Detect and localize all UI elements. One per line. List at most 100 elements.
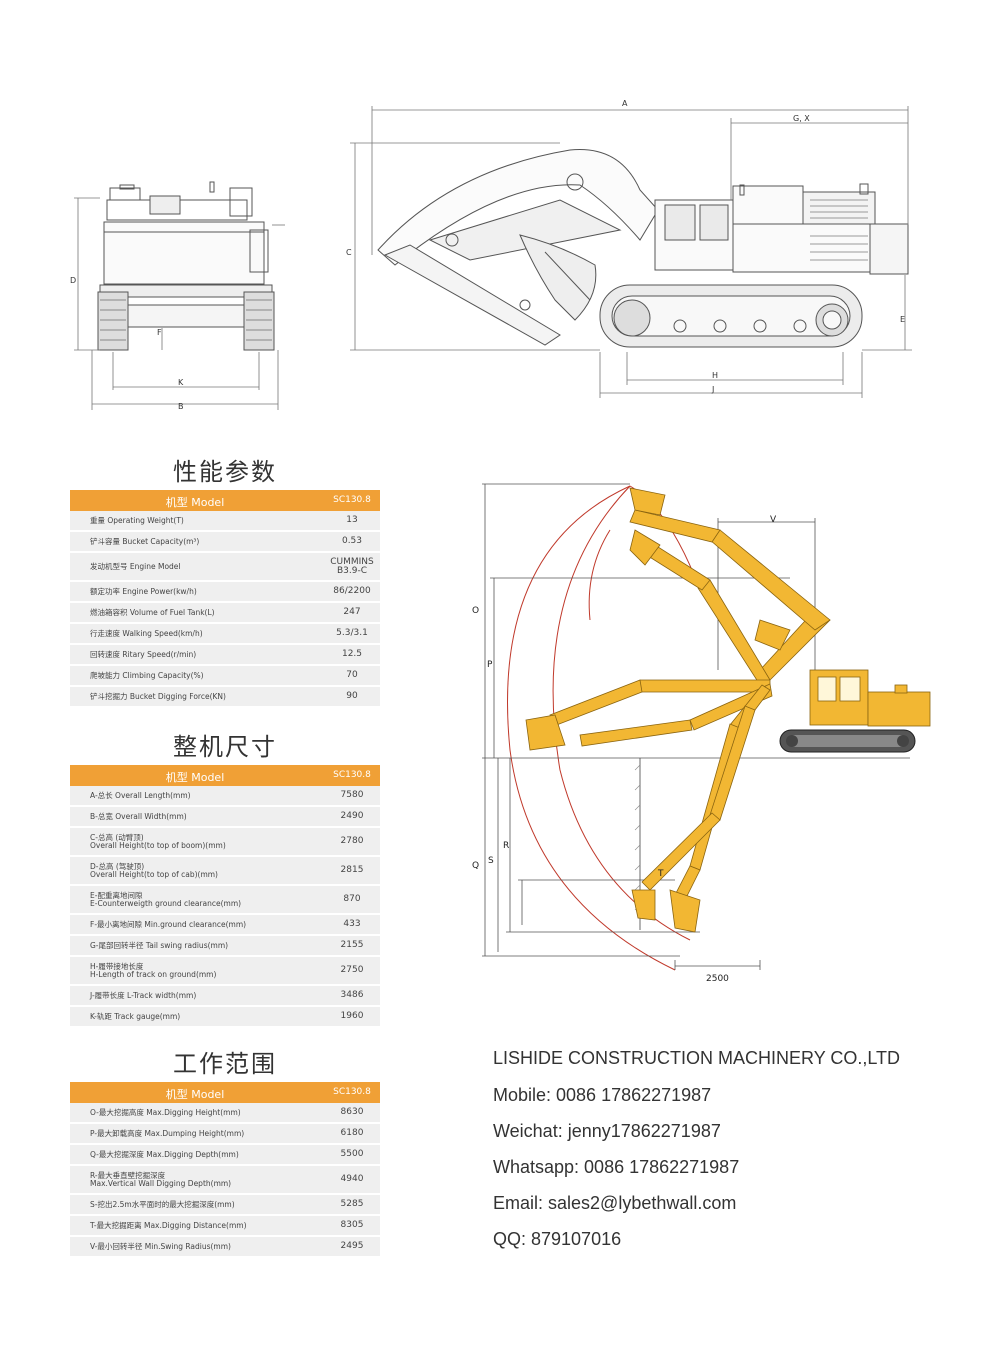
- spec-value: 870: [343, 894, 361, 904]
- spec-row: 额定功率 Engine Power(kw/h) 86/2200: [70, 582, 380, 603]
- row-background: [70, 1195, 380, 1214]
- working-range-title: 工作范围: [173, 1050, 277, 1078]
- range-label-r: R: [503, 841, 509, 851]
- row-background: [70, 1103, 380, 1122]
- track-assembly: [779, 729, 916, 753]
- spec-row: P-最大卸载高度 Max.Dumping Height(mm)6180: [70, 1124, 380, 1145]
- row-background: [70, 624, 380, 643]
- header-label: 机型 Model: [165, 496, 225, 509]
- row-background: [70, 666, 380, 685]
- spec-label: D-总高 (驾驶顶) Overall Height(to top of cab)…: [90, 861, 218, 879]
- spec-row: R-最大垂直壁挖掘深度 Max.Vertical Wall Digging De…: [70, 1166, 380, 1195]
- spec-value: 247: [343, 607, 361, 617]
- spec-row: F-最小离地间隙 Min.ground clearance(mm)433: [70, 915, 380, 936]
- row-background: [70, 886, 380, 913]
- spec-row: G-尾部回转半径 Tail swing radius(mm)2155: [70, 936, 380, 957]
- header-value: SC130.8: [333, 495, 371, 505]
- spec-value: 6180: [340, 1128, 364, 1138]
- dim-label-gx: G, X: [793, 114, 810, 123]
- front-view-drawing: [97, 181, 275, 351]
- side-view-drawing: [377, 149, 909, 348]
- dimension-drawing: A G, X C D E F H J K B: [70, 99, 912, 411]
- spec-row: 行走速度 Walking Speed(km/h)5.3/3.1: [70, 624, 380, 645]
- range-label-v: V: [770, 515, 777, 525]
- spec-value: CUMMINS B3.9-C: [330, 556, 374, 576]
- performance-title: 性能参数: [173, 458, 277, 486]
- dimensions-table: 机型 Model SC130.8 A-总长 Overall Length(mm)…: [70, 765, 380, 1028]
- header-value: SC130.8: [333, 1087, 371, 1097]
- spec-row: 铲斗容量 Bucket Capacity(m³)0.53: [70, 532, 380, 553]
- spec-label: G-尾部回转半径 Tail swing radius(mm): [90, 940, 229, 950]
- spec-value: 5285: [340, 1199, 364, 1209]
- spec-value: 2490: [340, 811, 364, 821]
- row-background: [70, 532, 380, 551]
- spec-row: Q-最大挖掘深度 Max.Digging Depth(mm)5500: [70, 1145, 380, 1166]
- spec-label: E-配重离地间隙 E-Counterweigth ground clearanc…: [90, 890, 242, 908]
- contact-email: Email: sales2@lybethwall.com: [493, 1193, 737, 1213]
- spec-label: 回转速度 Ritary Speed(r/min): [90, 649, 197, 659]
- spec-row: 铲斗挖掘力 Bucket Digging Force(KN)90: [70, 687, 380, 708]
- row-background: [70, 645, 380, 664]
- spec-value: 7580: [340, 790, 364, 800]
- spec-value: 2495: [340, 1241, 364, 1251]
- working-range-table: 机型 Model SC130.8 O-最大挖掘高度 Max.Digging He…: [70, 1082, 380, 1258]
- row-background: [70, 1237, 380, 1256]
- spec-value: 4940: [340, 1174, 364, 1184]
- range-label-o: O: [472, 606, 479, 616]
- spec-label: B-总宽 Overall Width(mm): [90, 811, 187, 821]
- spec-value: 86/2200: [333, 586, 371, 596]
- spec-value: 12.5: [341, 649, 363, 659]
- spec-row: V-最小回转半径 Min.Swing Radius(mm) 2495: [70, 1237, 380, 1258]
- spec-row: 燃油箱容积 Volume of Fuel Tank(L)247: [70, 603, 380, 624]
- spec-label: 爬坡能力 Climbing Capacity(%): [90, 670, 204, 680]
- spec-value: 0.53: [341, 536, 363, 546]
- spec-value: 433: [343, 919, 361, 929]
- spec-row: D-总高 (驾驶顶) Overall Height(to top of cab)…: [70, 857, 380, 886]
- row-background: [70, 553, 380, 580]
- row-background: [70, 1145, 380, 1164]
- spec-label: S-挖出2.5m水平面时的最大挖掘深度(mm): [90, 1199, 235, 1209]
- spec-label: 额定功率 Engine Power(kw/h): [90, 586, 197, 596]
- dimensions-title: 整机尺寸: [173, 733, 277, 761]
- header-label: 机型 Model: [165, 1088, 225, 1101]
- spec-row: H-履带接地长度 H-Length of track on ground(mm)…: [70, 957, 380, 986]
- spec-value: 2815: [340, 865, 364, 875]
- spec-row: B-总宽 Overall Width(mm) 2490: [70, 807, 380, 828]
- spec-row: K-轨距 Track gauge(mm) 1960: [70, 1007, 380, 1028]
- dim-label-b: B: [178, 402, 184, 411]
- range-label-q: Q: [472, 861, 479, 871]
- spec-value: 70: [346, 670, 358, 680]
- dim-label-e: E: [900, 315, 905, 324]
- dim-label-h: H: [712, 371, 718, 380]
- row-background: [70, 828, 380, 855]
- row-background: [70, 603, 380, 622]
- spec-label: 重量 Operating Weight(T): [90, 515, 184, 525]
- spec-row: 回转速度 Ritary Speed(r/min) 12.5: [70, 645, 380, 666]
- spec-row: C-总高 (动臂顶) Overall Height(to top of boom…: [70, 828, 380, 857]
- row-background: [70, 1007, 380, 1026]
- spec-label: O-最大挖掘高度 Max.Digging Height(mm): [90, 1107, 241, 1117]
- spec-value: 13: [346, 515, 358, 525]
- spec-value: 2750: [340, 965, 364, 975]
- contact-weichat: Weichat: jenny17862271987: [493, 1121, 721, 1141]
- row-background: [70, 857, 380, 884]
- spec-value: 8630: [340, 1107, 364, 1117]
- spec-value: 1960: [340, 1011, 364, 1021]
- spec-label: V-最小回转半径 Min.Swing Radius(mm): [90, 1241, 231, 1251]
- spec-row: 重量 Operating Weight(T) 13: [70, 511, 380, 532]
- spec-label: C-总高 (动臂顶) Overall Height(to top of boom…: [90, 832, 226, 850]
- spec-value: 5500: [340, 1149, 364, 1159]
- row-background: [70, 786, 380, 805]
- performance-header: 机型 Model SC130.8: [70, 490, 380, 511]
- spec-label: J-履带长度 L-Track width(mm): [90, 990, 197, 1000]
- contact-mobile: Mobile: 0086 17862271987: [493, 1085, 712, 1105]
- spec-label: R-最大垂直壁挖掘深度 Max.Vertical Wall Digging De…: [90, 1170, 232, 1188]
- dim-label-c: C: [346, 248, 352, 257]
- spec-label: K-轨距 Track gauge(mm): [90, 1011, 181, 1021]
- row-background: [70, 915, 380, 934]
- spec-label: A-总长 Overall Length(mm): [90, 790, 191, 800]
- row-background: [70, 1216, 380, 1235]
- row-background: [70, 582, 380, 601]
- row-background: [70, 687, 380, 706]
